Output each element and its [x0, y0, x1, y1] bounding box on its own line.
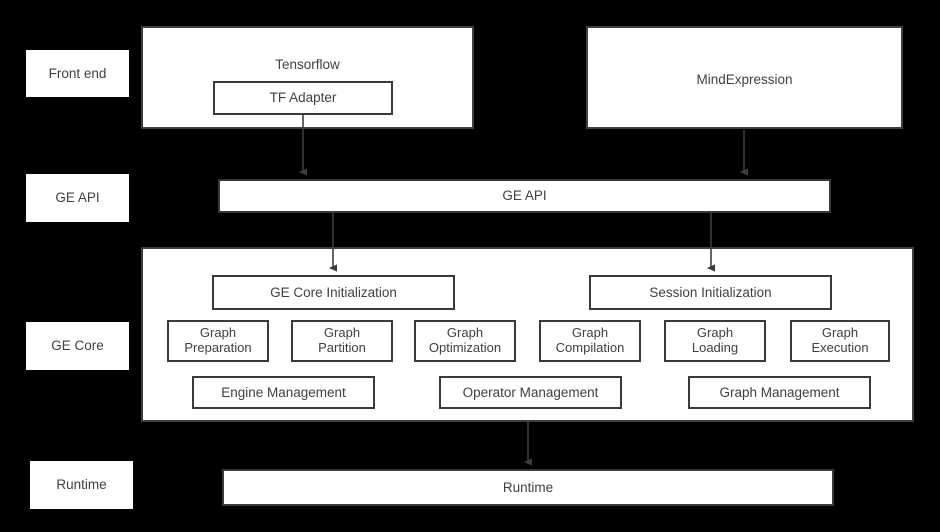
graph-loading-label-line2: Loading [691, 340, 739, 355]
runtime-bar-label: Runtime [502, 479, 554, 495]
graph-partition-label-line1: Graph [323, 325, 361, 341]
ge-api-bar[interactable]: GE API [218, 179, 831, 213]
graph-compilation-box[interactable]: Graph Compilation [539, 320, 641, 362]
mindexpression-label: MindExpression [696, 72, 793, 87]
graph-loading-label-line1: Graph [696, 325, 734, 341]
session-initialization-label: Session Initialization [649, 284, 772, 300]
session-initialization-box[interactable]: Session Initialization [589, 275, 832, 310]
graph-preparation-label-line1: Graph [199, 325, 237, 341]
mindexpression-container[interactable]: MindExpression [586, 26, 903, 129]
graph-optimization-label-line2: Optimization [428, 340, 502, 355]
graph-management-box[interactable]: Graph Management [688, 376, 871, 409]
ge-api-bar-label: GE API [502, 188, 547, 204]
tf-adapter-label: TF Adapter [269, 90, 337, 106]
graph-partition-box[interactable]: Graph Partition [291, 320, 393, 362]
graph-optimization-box[interactable]: Graph Optimization [414, 320, 516, 362]
graph-partition-label-line2: Partition [318, 340, 366, 355]
engine-management-box[interactable]: Engine Management [192, 376, 375, 409]
graph-compilation-label-line1: Graph [571, 325, 609, 341]
graph-execution-box[interactable]: Graph Execution [790, 320, 890, 362]
graph-preparation-label-line2: Preparation [184, 340, 252, 355]
ge-core-initialization-label: GE Core Initialization [270, 284, 397, 300]
engine-management-label: Engine Management [221, 384, 346, 400]
graph-execution-label-line2: Execution [811, 340, 869, 355]
operator-management-box[interactable]: Operator Management [439, 376, 622, 409]
ge-core-initialization-box[interactable]: GE Core Initialization [212, 275, 455, 310]
graph-execution-label-line1: Graph [821, 325, 859, 341]
operator-management-label: Operator Management [462, 384, 599, 400]
runtime-bar[interactable]: Runtime [222, 469, 834, 506]
graph-preparation-box[interactable]: Graph Preparation [167, 320, 269, 362]
graph-compilation-label-line2: Compilation [555, 340, 625, 355]
graph-optimization-label-line1: Graph [446, 325, 484, 341]
tf-adapter-box[interactable]: TF Adapter [213, 81, 393, 115]
graph-management-label: Graph Management [719, 384, 840, 400]
graph-loading-box[interactable]: Graph Loading [664, 320, 766, 362]
tensorflow-label: Tensorflow [275, 57, 340, 72]
